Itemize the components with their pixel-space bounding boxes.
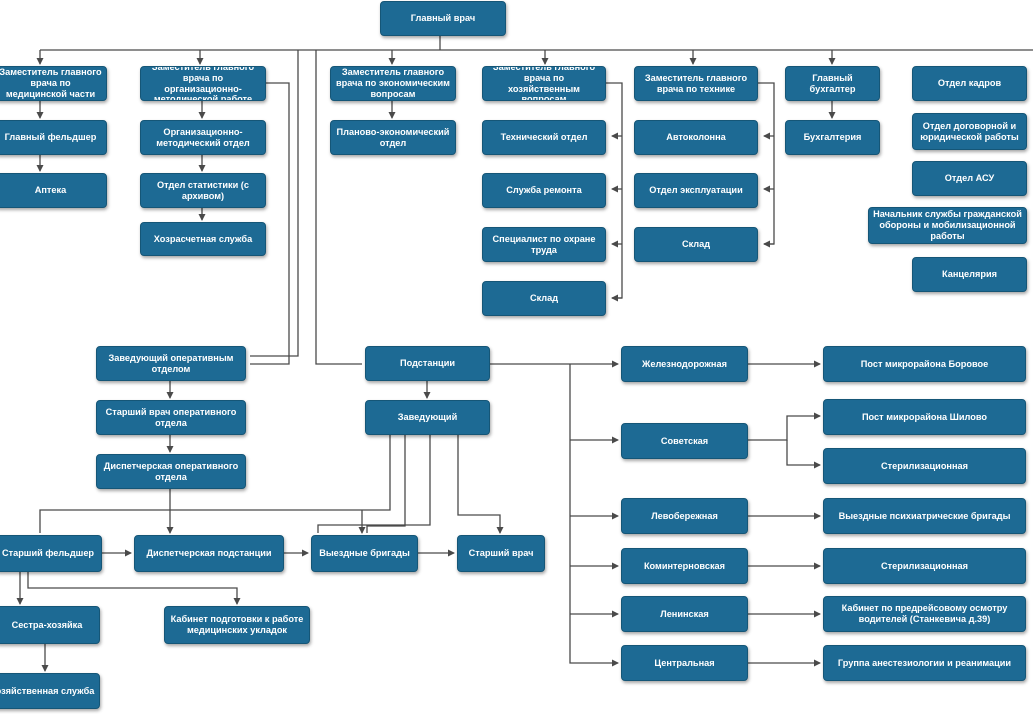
node-self-support: Хозрасчетная служба	[140, 222, 266, 256]
node-op-head: Заведующий оперативным отделом	[96, 346, 246, 381]
node-warehouse1: Склад	[482, 281, 606, 316]
node-komintern: Коминтерновская	[621, 548, 748, 584]
node-steril2: Стерилизационная	[823, 548, 1026, 584]
node-accounting: Бухгалтерия	[785, 120, 880, 155]
node-household: Хозяйственная служба	[0, 673, 100, 709]
node-chief-acc: Главный бухгалтер	[785, 66, 880, 101]
node-steril1: Стерилизационная	[823, 448, 1026, 484]
node-psych: Выездные психиатрические бригады	[823, 498, 1026, 534]
node-cabinet-driver: Кабинет по предрейсовому осмотру водител…	[823, 596, 1026, 632]
node-plan-econ: Планово-экономический отдел	[330, 120, 456, 155]
node-motor: Автоколонна	[634, 120, 758, 155]
node-substations: Подстанции	[365, 346, 490, 381]
node-pharmacy: Аптека	[0, 173, 107, 208]
node-org-method: Организационно-методический отдел	[140, 120, 266, 155]
node-railway: Железнодорожная	[621, 346, 748, 382]
node-exploit: Отдел эксплуатации	[634, 173, 758, 208]
node-sovetskaya: Советская	[621, 423, 748, 459]
node-dep-org: Заместитель главного врача по организаци…	[140, 66, 266, 101]
node-dispatch-op: Диспетчерская оперативного отдела	[96, 454, 246, 489]
node-stat-dept: Отдел статистики (с архивом)	[140, 173, 266, 208]
node-brigades: Выездные бригады	[311, 535, 418, 572]
node-asu: Отдел АСУ	[912, 161, 1027, 196]
node-head-feldsher: Главный фельдшер	[0, 120, 107, 155]
node-dep-econ: Заместитель главного врача по экономичес…	[330, 66, 456, 101]
node-prep-room: Кабинет подготовки к работе медицинских …	[164, 606, 310, 644]
node-levober: Левобережная	[621, 498, 748, 534]
node-nurse-house: Сестра-хозяйка	[0, 606, 100, 644]
node-central: Центральная	[621, 645, 748, 681]
node-hr: Отдел кадров	[912, 66, 1027, 101]
node-office: Канцелярия	[912, 257, 1027, 292]
node-senior-feldsher: Старший фельдшер	[0, 535, 102, 572]
node-warehouse2: Склад	[634, 227, 758, 262]
node-safety: Специалист по охране труда	[482, 227, 606, 262]
node-leninskaya: Ленинская	[621, 596, 748, 632]
node-dep-med: Заместитель главного врача по медицинско…	[0, 66, 107, 101]
node-head: Главный врач	[380, 1, 506, 36]
node-senior-op: Старший врач оперативного отдела	[96, 400, 246, 435]
node-post-shilovo: Пост микрорайона Шилово	[823, 399, 1026, 435]
node-manager: Заведующий	[365, 400, 490, 435]
node-dispatch-sub: Диспетчерская подстанции	[134, 535, 284, 572]
node-senior-doctor: Старший врач	[457, 535, 545, 572]
node-civil: Начальник службы гражданской обороны и м…	[868, 207, 1027, 244]
node-tech-dept: Технический отдел	[482, 120, 606, 155]
node-anesth: Группа анестезиологии и реанимации	[823, 645, 1026, 681]
node-legal: Отдел договорной и юридической работы	[912, 113, 1027, 150]
node-dep-tech: Заместитель главного врача по технике	[634, 66, 758, 101]
node-repair: Служба ремонта	[482, 173, 606, 208]
node-dep-house: Заместитель главного врача по хозяйствен…	[482, 66, 606, 101]
node-post-borovoe: Пост микрорайона Боровое	[823, 346, 1026, 382]
